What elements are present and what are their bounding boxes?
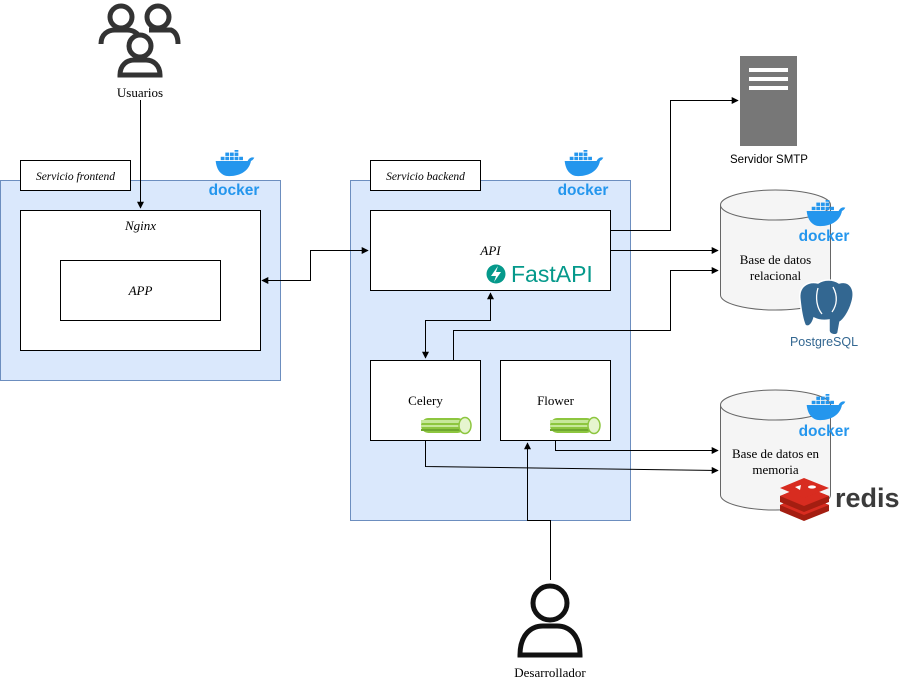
flower-label: Flower [537,393,575,408]
developer-icon [517,583,583,658]
db-relacional: Base de datos relacional [720,189,831,311]
edge-celery-db-relacional [453,267,719,361]
docker-logo-db-memoria: docker [799,394,850,440]
usuarios-label: Usuarios [117,85,163,100]
flower-celery-icon [549,416,601,435]
celery-label: Celery [408,393,443,408]
svg-text:docker: docker [209,182,260,199]
svg-text:redis: redis [835,483,899,513]
edge-developer-flower [524,442,551,580]
celery-icon [420,416,472,435]
elephant-icon [799,279,854,336]
svg-text:docker: docker [799,228,850,245]
svg-text:docker: docker [558,182,609,199]
db-memoria-line1: Base de datos en [732,446,820,461]
svg-text:FastAPI: FastAPI [511,261,593,287]
app-label: APP [128,283,153,298]
api-label: API [479,243,501,258]
docker-logo-backend: docker [558,150,609,199]
svg-text:PostgreSQL: PostgreSQL [790,335,858,349]
edge-flower-db-memoria [555,440,719,454]
db-relacional-line2: relacional [750,268,802,283]
redis-cube-icon [780,478,829,521]
users-icon [98,3,181,78]
docker-logo-db-relacional: docker [799,200,850,245]
app-box [60,260,221,321]
smtp-label: Servidor SMTP [730,154,808,166]
db-memoria-line2: memoria [752,462,798,477]
fastapi-logo: FastAPI [486,261,593,287]
edge-api-smtp [610,97,739,231]
nginx-label: Nginx [124,218,156,233]
backend-label-box [370,160,481,191]
backend-label: Servicio backend [386,171,465,183]
redis-logo: redis [780,478,899,521]
frontend-label: Servicio frontend [36,171,115,183]
edge-nginx-api [261,247,369,284]
postgresql-logo: PostgreSQL [790,279,858,349]
docker-logo-frontend: docker [209,150,260,199]
desarrollador-label: Desarrollador [514,665,586,680]
edge-celery-api [422,292,494,359]
api-box [370,210,611,291]
svg-text:docker: docker [799,423,850,440]
frontend-label-box [20,160,131,191]
db-relacional-line1: Base de datos [740,252,811,267]
smtp-server-icon [740,56,797,146]
edge-celery-db-memoria [425,440,719,474]
